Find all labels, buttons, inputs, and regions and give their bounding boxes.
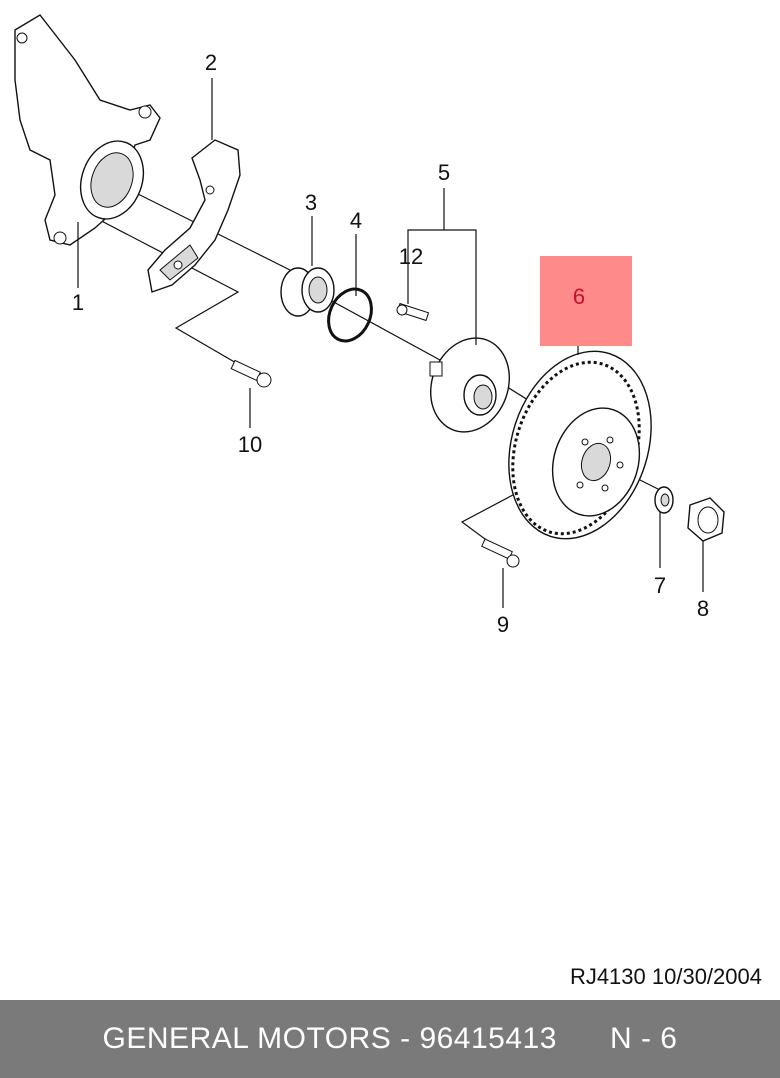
steering-knuckle (14, 14, 161, 246)
hub-nut (687, 497, 725, 542)
callout-9: 9 (497, 612, 509, 637)
wheel-hub (429, 337, 511, 433)
dust-shield (147, 139, 241, 293)
footer-brand: GENERAL MOTORS (102, 1022, 392, 1055)
snap-ring (327, 287, 373, 343)
callout-1: 1 (72, 290, 84, 315)
disc-screw (481, 538, 520, 568)
footer-text: GENERAL MOTORS - 96415413 N - 6 (103, 1022, 678, 1056)
drawing-reference: RJ4130 10/30/2004 (569, 964, 762, 989)
callout-12: 12 (399, 244, 423, 269)
washer (654, 486, 674, 514)
callout-6-highlight (540, 256, 632, 346)
wheel-bearing (280, 267, 335, 317)
footer-page: N - 6 (609, 1022, 678, 1055)
callout-6: 6 (573, 284, 585, 309)
callout-5: 5 (438, 160, 450, 185)
callout-7: 7 (654, 573, 666, 598)
callout-10: 10 (238, 432, 262, 457)
exploded-parts-diagram: 1 2 3 4 5 12 6 10 9 7 8 (14, 14, 725, 637)
callout-4: 4 (350, 208, 362, 233)
footer-separator: - (391, 1022, 420, 1055)
callout-3: 3 (305, 190, 317, 215)
callout-2: 2 (205, 50, 217, 75)
callout-8: 8 (697, 596, 709, 621)
hub-bolt (396, 302, 430, 322)
shield-bolt (230, 359, 272, 388)
footer-bar: GENERAL MOTORS - 96415413 N - 6 (0, 1000, 780, 1078)
brake-disc (508, 350, 652, 540)
footer-part-number: 96415413 (419, 1022, 557, 1055)
callout-labels: 1 2 3 4 5 12 6 10 9 7 8 (72, 50, 709, 637)
